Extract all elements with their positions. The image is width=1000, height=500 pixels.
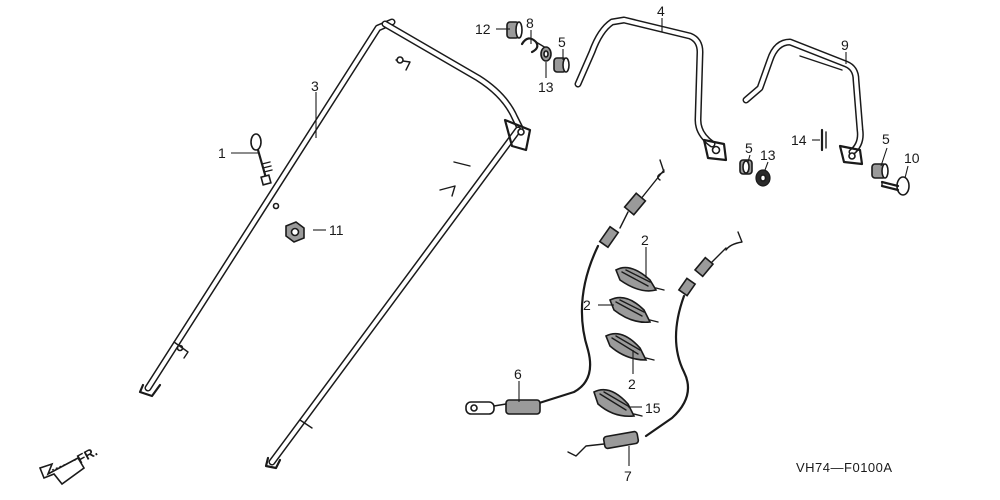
control-lever-part-4 <box>574 16 728 162</box>
nut <box>285 221 305 243</box>
callout-5-right: 5 <box>882 131 890 147</box>
eye-bolt <box>250 133 273 186</box>
callout-13-lower: 13 <box>760 147 776 163</box>
cable-clip-2b <box>608 296 659 324</box>
bushing-part-5-upper <box>553 57 570 73</box>
cable-clip-15 <box>593 388 643 418</box>
diagram-code: VH74—F0100A <box>796 460 893 475</box>
arrow-icon <box>38 456 86 486</box>
leader-lines <box>231 18 909 466</box>
callouts: 1 3 11 12 8 5 13 4 5 13 9 14 5 10 2 2 2 … <box>218 3 920 484</box>
drive-lever-part-9 <box>742 38 864 166</box>
callout-8: 8 <box>526 15 534 31</box>
spring-pin-part-14 <box>820 128 827 152</box>
bushing-part-5-middle <box>739 159 753 175</box>
callout-14: 14 <box>791 132 807 148</box>
cable-part-6 <box>465 159 665 415</box>
callout-5-middle: 5 <box>745 140 753 156</box>
callout-12: 12 <box>475 21 491 37</box>
callout-1: 1 <box>218 145 226 161</box>
callout-5-upper: 5 <box>558 34 566 50</box>
callout-4: 4 <box>657 3 665 19</box>
callout-10: 10 <box>904 150 920 166</box>
front-direction-arrow: FR. <box>38 444 100 486</box>
washer-part-13-upper <box>540 46 552 62</box>
callout-9: 9 <box>841 37 849 53</box>
callout-3: 3 <box>311 78 319 94</box>
bolt-part-10 <box>880 176 910 196</box>
callout-11: 11 <box>329 222 344 238</box>
bushing-part-5-right <box>871 163 889 179</box>
upper-handle-frame <box>138 18 532 470</box>
washer-part-13-lower <box>755 169 771 187</box>
cable-part-7 <box>567 231 743 457</box>
callout-2-b: 2 <box>583 297 591 313</box>
callout-6: 6 <box>514 366 522 382</box>
callout-2-a: 2 <box>641 232 649 248</box>
callout-2-c: 2 <box>628 376 636 392</box>
callout-15: 15 <box>645 400 661 416</box>
cable-clip-2a <box>614 266 665 292</box>
callout-13-upper: 13 <box>538 79 554 95</box>
collar-part-12 <box>506 21 523 39</box>
cable-clip-2c <box>604 332 655 361</box>
callout-7: 7 <box>624 468 632 484</box>
